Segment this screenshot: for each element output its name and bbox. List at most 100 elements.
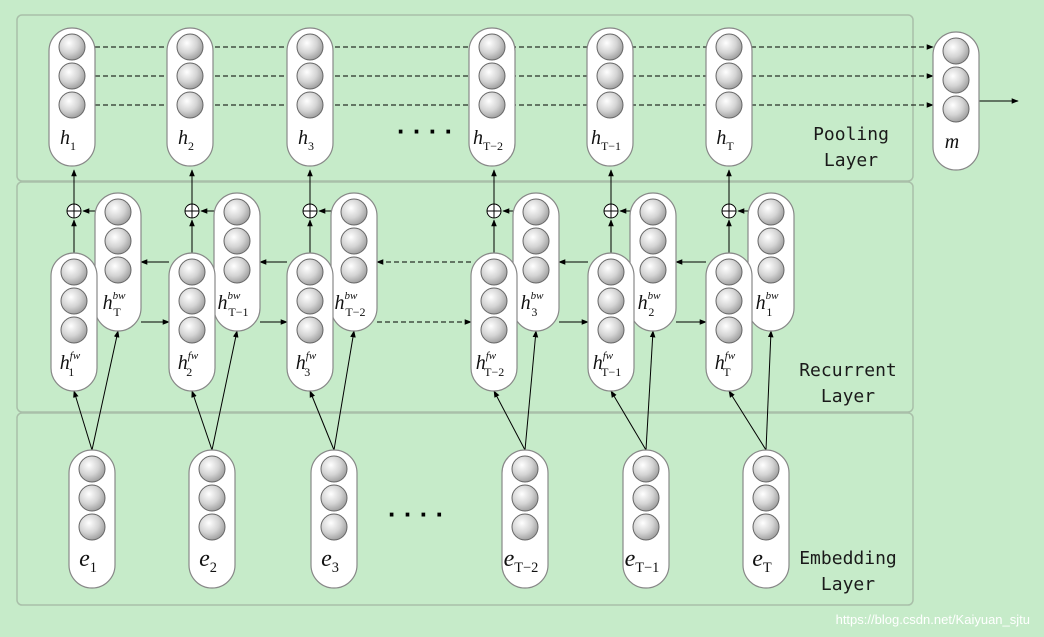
embed-to-bw-arrow bbox=[333, 330, 356, 451]
backward-hidden-node-unit bbox=[757, 227, 785, 255]
backward-hidden-node-unit bbox=[639, 198, 667, 226]
forward-hidden-node-unit bbox=[480, 287, 508, 315]
pooling-node: hT−1 bbox=[586, 27, 634, 167]
embedding-node: eT bbox=[742, 449, 790, 589]
embed-to-bw-arrow bbox=[765, 330, 774, 451]
embed-to-bw-arrow bbox=[645, 330, 656, 451]
combine-operator bbox=[603, 203, 619, 219]
pooling-node-unit bbox=[176, 33, 204, 61]
embed-to-fw-arrow bbox=[309, 390, 335, 451]
pooling-node-label: hT bbox=[716, 127, 734, 153]
pooling-node-unit bbox=[176, 91, 204, 119]
combine-operator bbox=[486, 203, 502, 219]
embedding-layer-title: Embedding bbox=[799, 548, 897, 569]
embed-to-fw-arrow bbox=[191, 390, 213, 451]
embedding-node-unit bbox=[198, 513, 226, 541]
forward-hidden-node-unit bbox=[597, 316, 625, 344]
backward-hidden-node-unit bbox=[104, 198, 132, 226]
pooling-node: h3 bbox=[286, 27, 334, 167]
pooling-node-unit bbox=[715, 91, 743, 119]
embedding-panel bbox=[16, 412, 914, 606]
backward-hidden-node-unit bbox=[340, 256, 368, 284]
pooling-node-unit bbox=[478, 62, 506, 90]
pooling-node-label: h2 bbox=[178, 127, 194, 153]
embed-to-fw-arrow bbox=[728, 390, 767, 451]
forward-hidden-node-unit bbox=[178, 316, 206, 344]
combine-operator bbox=[302, 203, 318, 219]
embedding-node-unit bbox=[632, 484, 660, 512]
pooling-node-unit bbox=[715, 62, 743, 90]
pooling-node-unit bbox=[596, 91, 624, 119]
forward-hidden-node-unit bbox=[60, 258, 88, 286]
recurrent-panel bbox=[16, 181, 914, 413]
forward-hidden-node-unit bbox=[715, 258, 743, 286]
pooling-panel bbox=[16, 14, 914, 182]
embedding-node: e3 bbox=[310, 449, 358, 589]
forward-hidden-node-unit bbox=[715, 316, 743, 344]
backward-hidden-node-unit bbox=[522, 198, 550, 226]
embedding-node: e2 bbox=[188, 449, 236, 589]
forward-hidden-node-unit bbox=[597, 258, 625, 286]
embedding-node-unit bbox=[198, 484, 226, 512]
pooling-node-unit bbox=[715, 33, 743, 61]
embedding-layer-subtitle: Layer bbox=[821, 574, 875, 595]
forward-hidden-node-unit bbox=[296, 287, 324, 315]
embedding-node: e1 bbox=[68, 449, 116, 589]
forward-hidden-node-unit bbox=[597, 287, 625, 315]
embedding-node: eT−2 bbox=[501, 449, 549, 589]
embedding-node-unit bbox=[320, 513, 348, 541]
combine-operator bbox=[66, 203, 82, 219]
embedding-node-unit bbox=[511, 513, 539, 541]
output-node: m bbox=[932, 31, 980, 171]
embed-to-fw-arrow bbox=[493, 390, 526, 451]
backward-hidden-node-unit bbox=[340, 198, 368, 226]
forward-hidden-node-unit bbox=[480, 316, 508, 344]
forward-hidden-node-unit bbox=[60, 287, 88, 315]
embedding-node-unit bbox=[320, 484, 348, 512]
embedding-node-label: e2 bbox=[199, 546, 217, 576]
forward-hidden-node-unit bbox=[296, 258, 324, 286]
backward-hidden-node-unit bbox=[340, 227, 368, 255]
pooling-node: hT−2 bbox=[468, 27, 516, 167]
embedding-node-unit bbox=[78, 513, 106, 541]
embed-to-fw-arrow bbox=[73, 390, 93, 451]
pooling-node: h2 bbox=[166, 27, 214, 167]
pooling-ellipsis: · · · · bbox=[397, 116, 453, 146]
watermark: https://blog.csdn.net/Kaiyuan_sjtu bbox=[836, 612, 1030, 627]
pooling-node-unit bbox=[596, 33, 624, 61]
backward-hidden-node-unit bbox=[522, 227, 550, 255]
pooling-node-unit bbox=[58, 62, 86, 90]
backward-hidden-node-unit bbox=[639, 227, 667, 255]
backward-hidden-node-unit bbox=[522, 256, 550, 284]
output-node-unit bbox=[942, 37, 970, 65]
embedding-node-unit bbox=[78, 455, 106, 483]
embedding-node-unit bbox=[511, 484, 539, 512]
embedding-node-label: eT−1 bbox=[625, 546, 660, 576]
backward-hidden-node-unit bbox=[104, 227, 132, 255]
pooling-node-unit bbox=[478, 91, 506, 119]
forward-hidden-node-unit bbox=[60, 316, 88, 344]
embedding-node-unit bbox=[752, 513, 780, 541]
embedding-node-unit bbox=[632, 513, 660, 541]
embedding-ellipsis: · · · · bbox=[388, 499, 444, 529]
combine-operators bbox=[66, 203, 737, 219]
pooling-node-label: h3 bbox=[298, 127, 314, 153]
embedding-node-unit bbox=[320, 455, 348, 483]
backward-hidden-node-unit bbox=[223, 198, 251, 226]
embedding-node-unit bbox=[511, 455, 539, 483]
backward-hidden-node-unit bbox=[757, 256, 785, 284]
